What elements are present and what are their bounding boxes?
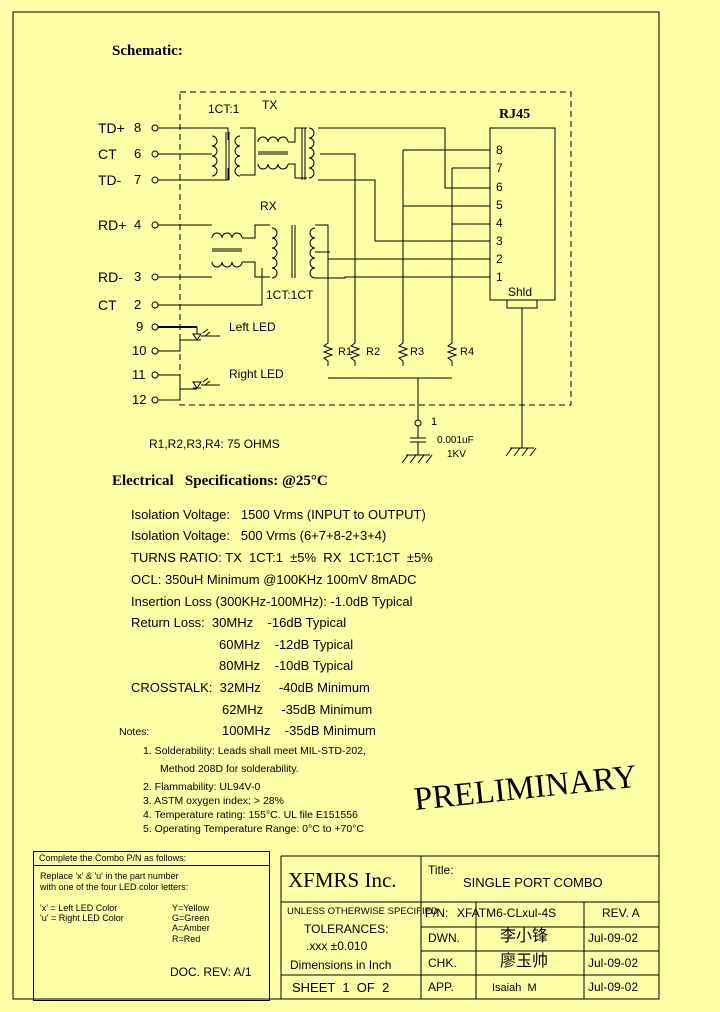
sheet-border — [12, 11, 660, 1000]
pin-number-3: 3 — [134, 269, 142, 284]
dimension-units: Dimensions in Inch — [290, 958, 392, 972]
approved-by-label: APP. — [428, 980, 454, 994]
doc-rev: DOC. REV: A/1 — [170, 965, 252, 979]
rj45-pin-3: 3 — [496, 234, 503, 248]
note-item: 5. Operating Temperature Range: 0°C to +… — [143, 823, 364, 835]
resistor-r1-label: R1 — [338, 346, 353, 358]
spec-line: Isolation Voltage: 500 Vrms (6+7+8-2+3+4… — [131, 528, 387, 543]
combo-pn-box: Complete the Combo P/N as follows: Repla… — [33, 851, 270, 1001]
pin-number-12: 12 — [132, 392, 147, 407]
combo-replace-line: with one of the four LED color letters: — [40, 882, 189, 892]
color-code: A=Amber — [172, 923, 210, 933]
note-item: 3. ASTM oxygen index: > 28% — [143, 795, 284, 807]
rj45-pin-6: 6 — [496, 180, 503, 194]
note-item: Method 208D for solderability. — [160, 763, 299, 775]
checked-by-label: CHK. — [428, 956, 457, 970]
drawn-by-label: DWN. — [428, 931, 460, 945]
pin-terminals — [151, 124, 159, 404]
tx-ratio-label: 1CT:1 — [208, 102, 240, 116]
combo-heading: Complete the Combo P/N as follows: — [39, 853, 187, 863]
spec-line: Insertion Loss (300KHz-100MHz): -1.0dB T… — [131, 594, 413, 609]
spec-line: Isolation Voltage: 1500 Vrms (INPUT to O… — [131, 507, 426, 522]
pin-number-6: 6 — [134, 146, 142, 161]
sheet-number: SHEET 1 OF 2 — [292, 980, 390, 995]
rj45-pin-5: 5 — [496, 198, 503, 212]
drawn-date: Jul-09-02 — [588, 931, 639, 945]
spec-line: 60MHz -12dB Typical — [219, 637, 354, 652]
pin-number-4: 4 — [134, 217, 142, 232]
rx-label: RX — [260, 199, 277, 213]
tolerance-value: .xxx ±0.010 — [306, 939, 368, 953]
pin-number-2: 2 — [134, 297, 142, 312]
drawn-by-name: 李小锋 — [500, 926, 549, 945]
revision: REV. A — [602, 906, 640, 920]
rj45-pin-1: 1 — [496, 270, 503, 284]
specs-heading: Electrical Specifications: @25°C — [112, 473, 328, 489]
color-code: G=Green — [172, 913, 210, 923]
rj45-pin-4: 4 — [496, 216, 503, 230]
pin-label-ct-tx: CT — [98, 146, 117, 162]
cap-node-label: 1 — [431, 416, 438, 428]
spec-line: 100MHz -35dB Minimum — [222, 723, 376, 738]
pin-label-td-minus: TD- — [98, 172, 122, 188]
pin-number-7: 7 — [134, 172, 142, 187]
note-item: 4. Temperature rating: 155°C. UL file E1… — [143, 809, 358, 821]
resistor-r2-label: R2 — [366, 346, 381, 358]
cap-value-label: 0.001uF — [437, 435, 474, 446]
rx-ratio-label: 1CT:1CT — [266, 288, 314, 302]
pin-number-9: 9 — [136, 319, 144, 334]
resistor-r3-label: R3 — [410, 346, 425, 358]
shield-label: Shld — [508, 285, 533, 299]
part-number: XFATM6-CLxul-4S — [457, 906, 557, 920]
tx-label: TX — [262, 98, 278, 112]
resistor-r4-label: R4 — [460, 346, 475, 358]
spec-line: CROSSTALK: 32MHz -40dB Minimum — [131, 680, 370, 695]
module-boundary — [179, 91, 572, 406]
spec-line: TURNS RATIO: TX 1CT:1 ±5% RX 1CT:1CT ±5% — [131, 550, 433, 565]
approved-by-name: Isaiah M — [492, 982, 537, 994]
title-label: Title: — [428, 863, 454, 877]
part-number-label: P/N: — [425, 906, 449, 920]
checked-date: Jul-09-02 — [588, 956, 639, 970]
tolerance-label: TOLERANCES: — [304, 922, 389, 936]
approved-date: Jul-09-02 — [588, 980, 639, 994]
pin-label-rd-plus: RD+ — [98, 217, 127, 233]
rj45-pin-2: 2 — [496, 252, 503, 266]
resistor-note: R1,R2,R3,R4: 75 OHMS — [149, 437, 280, 451]
company-name: XFMRS Inc. — [288, 868, 397, 892]
pin-number-8: 8 — [134, 120, 142, 135]
note-item: 2. Flammability: UL94V-0 — [143, 781, 261, 793]
pin-label-td-plus: TD+ — [98, 120, 125, 136]
pin-number-11: 11 — [132, 367, 146, 382]
schematic-heading: Schematic: — [112, 43, 183, 59]
spec-line: OCL: 350uH Minimum @100KHz 100mV 8mADC — [131, 572, 417, 587]
pin-number-10: 10 — [132, 343, 147, 358]
cap-voltage-label: 1KV — [447, 449, 466, 460]
color-code: Y=Yellow — [172, 903, 209, 913]
rj45-title: RJ45 — [499, 107, 531, 122]
spec-line: 80MHz -10dB Typical — [219, 658, 354, 673]
spec-line: Return Loss: 30MHz -16dB Typical — [131, 615, 347, 630]
combo-x-definition: 'x' = Left LED Color — [40, 903, 118, 913]
spec-line: 62MHz -35dB Minimum — [222, 702, 373, 717]
notes-label: Notes: — [119, 726, 150, 738]
note-item: 1. Solderability: Leads shall meet MIL-S… — [143, 745, 366, 757]
pin-label-ct-rx: CT — [98, 297, 117, 313]
rj45-pin-7: 7 — [496, 161, 503, 175]
right-led-label: Right LED — [229, 367, 284, 381]
checked-by-name: 廖玉帅 — [500, 951, 549, 970]
left-led-label: Left LED — [229, 320, 276, 334]
combo-u-definition: 'u' = Right LED Color — [40, 913, 124, 923]
color-code: R=Red — [172, 934, 201, 944]
drawing-title: SINGLE PORT COMBO — [463, 875, 603, 890]
rj45-pin-8: 8 — [496, 143, 503, 157]
tolerance-heading: UNLESS OTHERWISE SPECIFIED — [287, 906, 438, 917]
pin-label-rd-minus: RD- — [98, 269, 123, 285]
combo-replace-line: Replace 'x' & 'u' in the part number — [40, 871, 179, 881]
